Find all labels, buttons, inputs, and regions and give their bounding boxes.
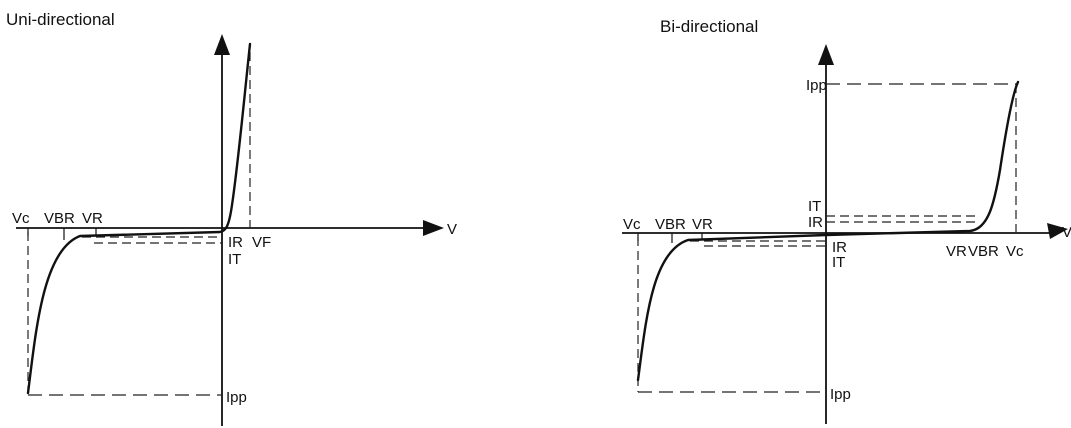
uni-v-axis-label: V — [447, 221, 457, 238]
bi-vr-left-label: VR — [692, 216, 713, 233]
uni-directional-diagram: Uni-directional Vc VBR VR V IR VF IT Ipp — [6, 10, 457, 426]
bi-directional-diagram: Bi-directional Vc VBR VR Ipp IT IR IR IT… — [622, 17, 1071, 424]
uni-vbr-label: VBR — [44, 210, 75, 227]
bi-current-axis-arrowhead — [818, 44, 834, 65]
bi-ir-top-label: IR — [808, 214, 823, 231]
bi-vbr-right-label: VBR — [968, 243, 999, 260]
bi-vbr-left-label: VBR — [655, 216, 686, 233]
uni-iv-curve — [26, 42, 252, 395]
bi-voltage-axis-arrowhead — [1047, 223, 1068, 239]
bi-iv-curve — [636, 80, 1020, 382]
bi-v-axis-label: V — [1062, 224, 1071, 241]
uni-title: Uni-directional — [6, 10, 115, 29]
bi-vc-right-label: Vc — [1006, 243, 1024, 260]
bi-vr-right-label: VR — [946, 243, 967, 260]
bi-ipp-top-label: Ipp — [806, 77, 827, 94]
bi-ir-bottom-label: IR — [832, 239, 847, 256]
bi-ipp-bottom-label: Ipp — [830, 386, 851, 403]
uni-voltage-axis-arrowhead — [423, 220, 444, 236]
bi-it-top-label: IT — [808, 198, 821, 215]
bi-it-bottom-label: IT — [832, 254, 845, 271]
bi-vc-left-label: Vc — [623, 216, 641, 233]
uni-it-label: IT — [228, 251, 241, 268]
uni-vc-label: Vc — [12, 210, 30, 227]
uni-current-axis-arrowhead — [214, 34, 230, 55]
bi-title: Bi-directional — [660, 17, 758, 36]
uni-ir-label: IR — [228, 234, 243, 251]
uni-vr-label: VR — [82, 210, 103, 227]
uni-vf-label: VF — [252, 234, 271, 251]
uni-ipp-label: Ipp — [226, 389, 247, 406]
